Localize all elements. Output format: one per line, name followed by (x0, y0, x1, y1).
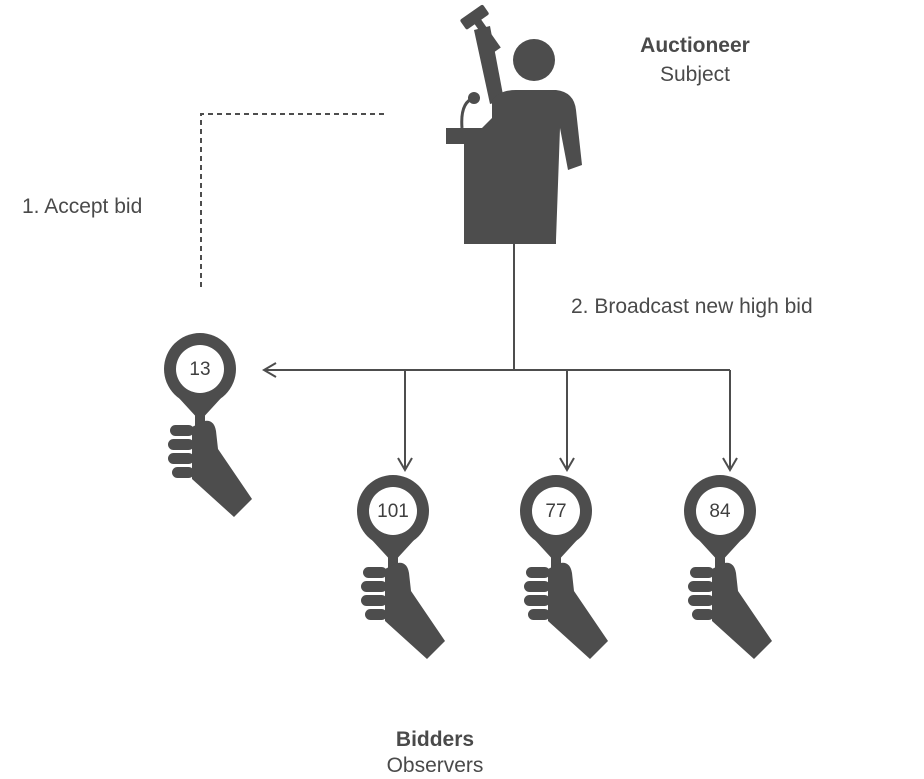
accept-bid-path (200, 113, 384, 290)
step-broadcast-label: 2. Broadcast new high bid (571, 295, 813, 318)
paddle-number-77: 77 (545, 501, 566, 522)
arrow-to-84 (722, 457, 738, 472)
bidders-title: Bidders (395, 728, 475, 751)
broadcast-connectors (262, 240, 738, 472)
arrow-to-77 (559, 457, 575, 472)
auctioneer-title: Auctioneer (640, 34, 750, 57)
step-accept-label: 1. Accept bid (22, 195, 143, 218)
arrow-to-101 (397, 457, 413, 472)
bidders-subtitle: Observers (386, 754, 484, 777)
paddle-number-101: 101 (377, 501, 409, 522)
paddle-number-13: 13 (189, 359, 210, 380)
arrow-to-13 (262, 362, 277, 378)
auctioneer-subtitle: Subject (659, 63, 731, 86)
paddle-number-84: 84 (709, 501, 731, 522)
auctioneer-icon (446, 4, 582, 244)
